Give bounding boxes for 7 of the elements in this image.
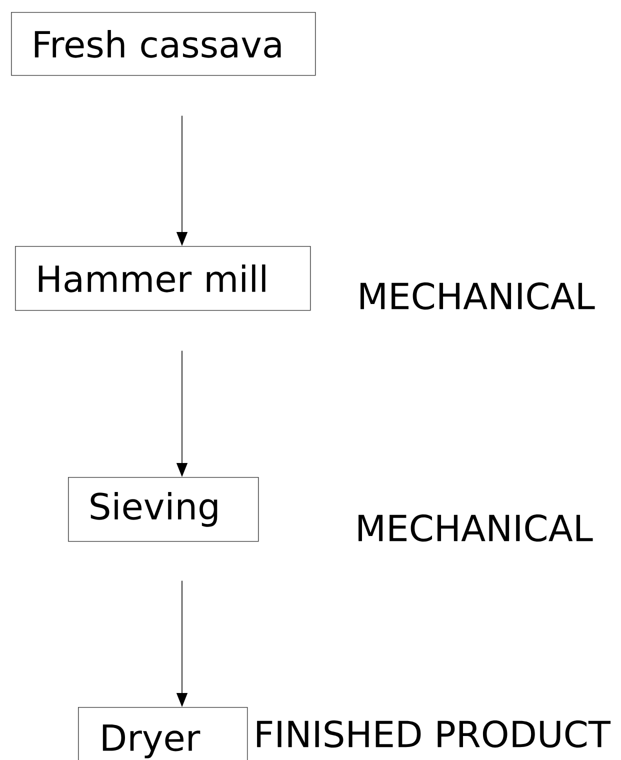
process-box: Sieving [68, 477, 259, 542]
side-label: MECHANICAL [360, 282, 595, 310]
process-box: Hammer mill [15, 246, 311, 311]
side-label: MECHANICAL [358, 514, 593, 542]
side-label: FINISHED PRODUCT [257, 720, 611, 748]
process-box: Dryer [78, 707, 248, 760]
process-box: Fresh cassava [11, 12, 316, 76]
